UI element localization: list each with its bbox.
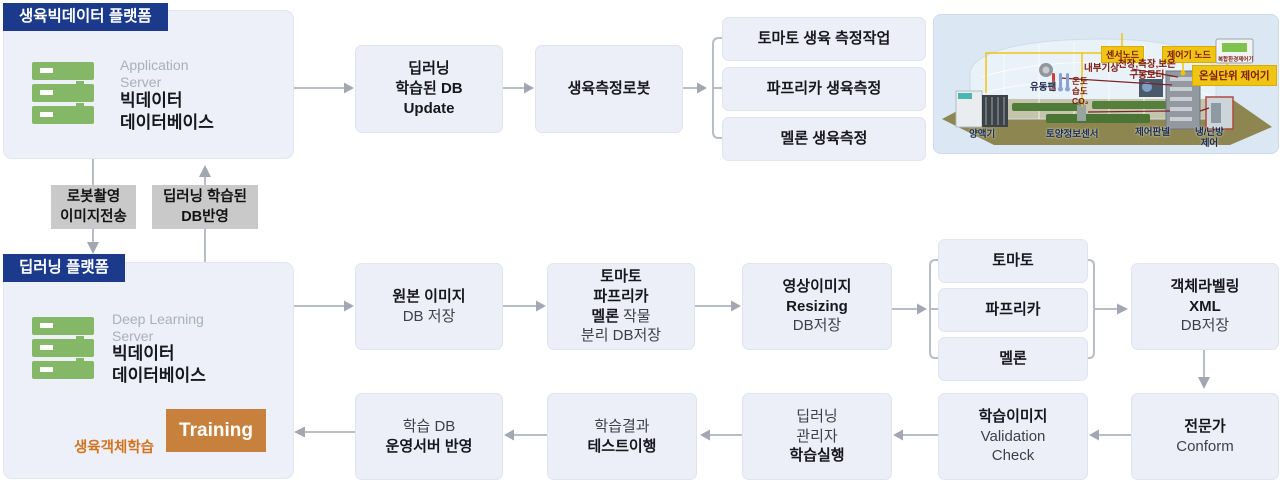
node-image-resizing: 영상이미지 Resizing DB저장: [742, 263, 892, 350]
sensor-node-label: 센서노드: [1101, 46, 1145, 63]
inner-weather-label: 내부기상: [1084, 63, 1119, 74]
growth-bigdata-platform-panel: [3, 10, 294, 159]
motor-label: 천장,측장,보온 구동모터: [1118, 59, 1176, 81]
node-crop-tomato: 토마토: [938, 239, 1088, 283]
server-role-label: Deep Learning Server: [112, 311, 204, 345]
hvac-label: 냉/난방 제어: [1195, 127, 1224, 149]
node-task-melon: 멜론 생육측정: [722, 117, 926, 161]
node-db-update: 딥러닝 학습된 DB Update: [355, 45, 503, 133]
robot-image-transfer-label: 로봇촬영 이미지전송: [51, 185, 136, 229]
server-name-label: 빅데이터 데이터베이스: [120, 91, 214, 133]
co2-label: CO₂: [1072, 96, 1089, 106]
server-stack-icon: [32, 317, 94, 379]
node-crop-paprika: 파프리카: [938, 288, 1088, 332]
unit-controller-label: 온실단위 제어기: [1192, 65, 1277, 86]
greenhouse-photo-panel: 센서노드 제어기 노드 온실단위 제어기 복합환경제어기 내부기상 천장,측장,…: [933, 14, 1279, 154]
device-caption: 복합환경제어기: [1218, 57, 1254, 63]
node-growth-robot: 생육측정로봇: [535, 45, 683, 133]
training-node: Training: [166, 409, 266, 452]
growth-object-learning-caption: 생육객체학습: [73, 440, 155, 456]
node-expert-conform: 전문가 Conform: [1131, 393, 1279, 480]
control-panel-label: 제어판넬: [1135, 127, 1170, 138]
deep-learning-platform-badge: 딥러닝 플랫폼: [3, 254, 125, 282]
node-task-tomato: 토마토 생육 측정작업: [722, 17, 926, 61]
node-task-paprika: 파프리카 생육측정: [722, 67, 926, 111]
server-role-label: Application Server: [120, 57, 189, 91]
greenhouse-illustration: [942, 33, 1272, 145]
temp-label: 온도: [1072, 76, 1088, 86]
db-reflect-label: 딥러닝 학습된 DB반영: [152, 185, 258, 229]
server-name-label: 빅데이터 데이터베이스: [112, 344, 206, 386]
node-original-image: 원본 이미지 DB 저장: [355, 263, 503, 350]
node-training-execution: 딥러닝 관리자 학습실행: [742, 393, 892, 480]
nutrient-machine-label: 양액기: [969, 129, 996, 140]
node-validation-check: 학습이미지 Validation Check: [938, 393, 1088, 480]
controller-node-label: 제어기 노드: [1162, 46, 1216, 63]
node-test-execution: 학습결과 테스트이행: [547, 393, 697, 480]
humidity-label: 습도: [1072, 86, 1088, 96]
soil-sensor-label: 토양정보센서: [1046, 129, 1099, 140]
node-crop-melon: 멜론: [938, 337, 1088, 381]
server-stack-icon: [32, 62, 94, 124]
node-object-labeling-xml: 객체라벨링 XML DB저장: [1131, 263, 1279, 350]
node-deploy-learned-db: 학습 DB 운영서버 반영: [355, 393, 503, 480]
growth-bigdata-platform-badge: 생육빅데이터 플랫폼: [3, 3, 168, 31]
fan-label: 유동팬: [1030, 82, 1057, 93]
node-crop-split-db: 토마토 파프리카 멜론 작물 분리 DB저장: [547, 263, 695, 350]
